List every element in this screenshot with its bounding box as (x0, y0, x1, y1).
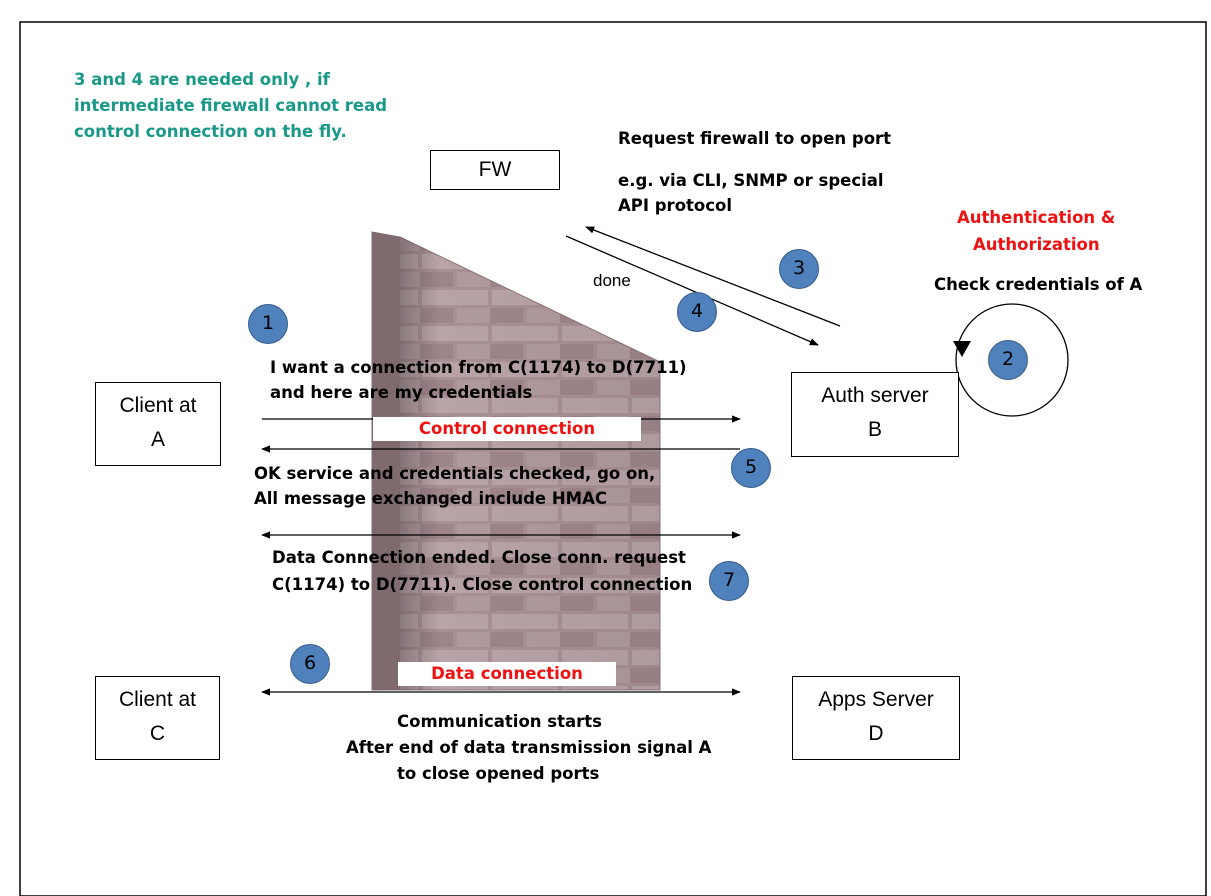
firewall-box: FW (430, 150, 560, 190)
close-message-label: C(1174) to D(7711). Close control connec… (272, 575, 693, 594)
step-7-badge: 7 (709, 561, 749, 601)
communication-label: After end of data transmission signal A (346, 738, 712, 757)
request-arrow (585, 226, 841, 327)
done-arrow (565, 235, 819, 346)
apps-server-id: D (868, 722, 884, 745)
note-line: intermediate firewall cannot read (74, 96, 388, 115)
auth-label: Authentication & (957, 208, 1116, 227)
step-6-badge: 6 (290, 644, 330, 684)
client-a-box: Client at A (95, 382, 221, 466)
apps-server-box: Apps Server D (792, 676, 960, 760)
auth-label: Authorization (973, 235, 1100, 254)
ok-message-label: All message exchanged include HMAC (254, 489, 607, 508)
step-1-badge: 1 (248, 304, 288, 344)
ok-message-label: OK service and credentials checked, go o… (254, 464, 656, 483)
step-3-badge: 3 (779, 249, 819, 289)
client-c-id: C (149, 722, 166, 745)
client-c-label: Client at (118, 688, 197, 711)
slide-frame (19, 21, 1207, 896)
control-connection-label: Control connection (373, 417, 641, 441)
step-5-badge: 5 (731, 448, 771, 488)
auth-server-id: B (867, 418, 882, 441)
close-message-label: Data Connection ended. Close conn. reque… (272, 548, 686, 567)
note-line: 3 and 4 are needed only , if (74, 70, 330, 89)
request-label: Request firewall to open port (618, 129, 892, 148)
data-connection-label: Data connection (398, 662, 616, 686)
self-check-loop (953, 303, 1069, 417)
step-4-badge: 4 (677, 292, 717, 332)
firewall-wall-icon (371, 231, 661, 691)
auth-server-box: Auth server B (791, 372, 959, 457)
done-label: done (593, 271, 631, 290)
check-credentials-label: Check credentials of A (934, 275, 1143, 294)
request-method-label: API protocol (618, 196, 733, 215)
request-message-label: I want a connection from C(1174) to D(77… (270, 358, 687, 377)
step-2-badge: 2 (988, 340, 1028, 380)
note-line: control connection on the fly. (74, 122, 347, 141)
client-c-box: Client at C (95, 676, 220, 760)
communication-label: Communication starts (397, 712, 602, 731)
request-message-label: and here are my credentials (270, 383, 533, 402)
auth-server-label: Auth server (821, 384, 929, 407)
client-a-label: Client at (119, 394, 197, 417)
firewall-label: FW (478, 158, 512, 181)
apps-server-label: Apps Server (818, 688, 934, 711)
communication-label: to close opened ports (397, 764, 600, 783)
request-method-label: e.g. via CLI, SNMP or special (618, 171, 884, 190)
client-a-id: A (150, 428, 165, 451)
